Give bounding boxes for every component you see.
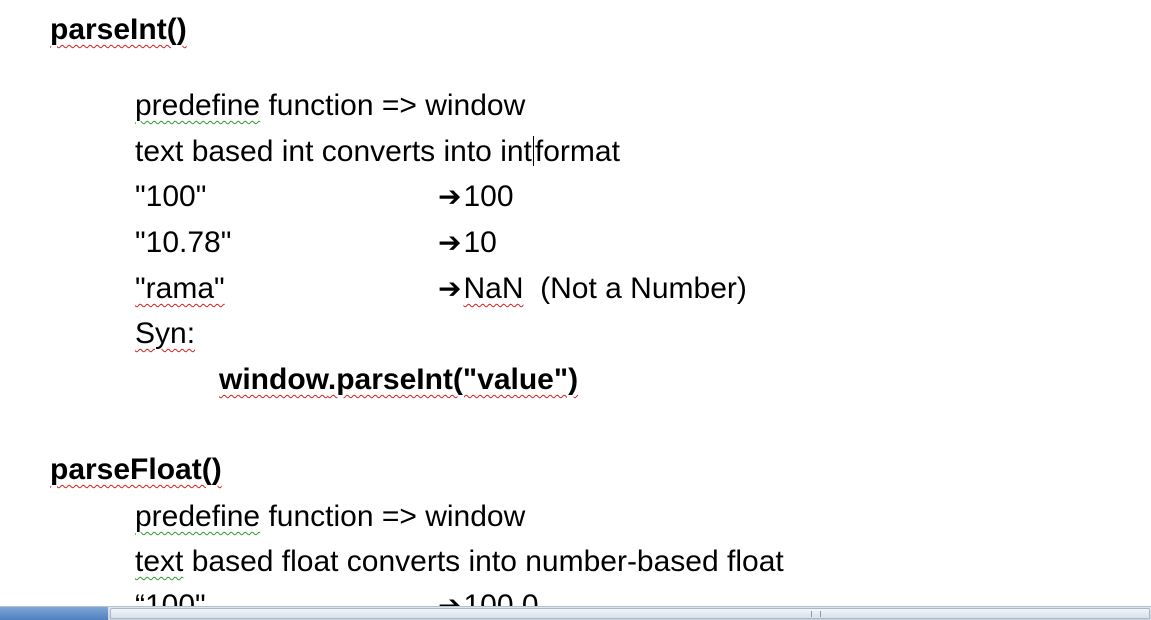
- scrollbar-left-segment[interactable]: [0, 607, 108, 620]
- arrow-icon: ➔: [438, 226, 462, 259]
- example-output: 10: [463, 226, 497, 259]
- predefine-rest: function => window: [260, 89, 526, 122]
- example-input: "rama": [135, 272, 225, 305]
- arrow-icon: ➔: [438, 272, 462, 305]
- predefine-word: predefine: [135, 500, 261, 533]
- arrow-icon: ➔: [438, 589, 462, 606]
- predefine-rest: function => window: [260, 500, 526, 533]
- example-output: 100: [463, 180, 514, 213]
- document-page[interactable]: parseInt() predefine function => window …: [0, 0, 1151, 606]
- parsefloat-heading: parseFloat(): [50, 453, 222, 486]
- parseint-line-predefine: predefine function => window: [135, 88, 525, 124]
- horizontal-scrollbar[interactable]: [0, 606, 1151, 620]
- syntax-window: window: [219, 363, 328, 396]
- arrow-icon: ➔: [438, 180, 462, 213]
- syntax-label: Syn:: [135, 317, 196, 350]
- example-row-rama: "rama" ➔NaN (Not a Number): [135, 271, 747, 307]
- text-cursor: [532, 136, 534, 166]
- example-row-100: "100" ➔100: [135, 179, 514, 215]
- example-output: NaN: [463, 272, 524, 305]
- example-note: (Not a Number): [523, 272, 747, 305]
- parsefloat-line-description: text based float converts into number-ba…: [135, 544, 784, 580]
- syntax-call: .parseInt("value"): [327, 363, 579, 396]
- example-input: "100": [135, 180, 207, 213]
- syntax-code: window.parseInt("value"): [219, 362, 578, 398]
- example-output: 100.0: [463, 589, 539, 606]
- description-text-a: text based int converts into int: [135, 135, 532, 168]
- grip-icon: [811, 611, 821, 617]
- parseint-heading: parseInt(): [50, 13, 187, 46]
- description-text-b: format: [534, 135, 620, 168]
- parsefloat-line-predefine: predefine function => window: [135, 499, 525, 535]
- example-row-10-78: "10.78" ➔10: [135, 225, 497, 261]
- predefine-word: predefine: [135, 89, 261, 122]
- example-row-partial: “100" ➔100.0: [135, 588, 539, 606]
- description-text-b: based float converts into number-based f…: [183, 545, 784, 578]
- example-input: "10.78": [135, 226, 232, 259]
- example-input: “100": [135, 589, 206, 606]
- description-text-a: text: [135, 545, 184, 578]
- scrollbar-thumb[interactable]: [110, 608, 1150, 619]
